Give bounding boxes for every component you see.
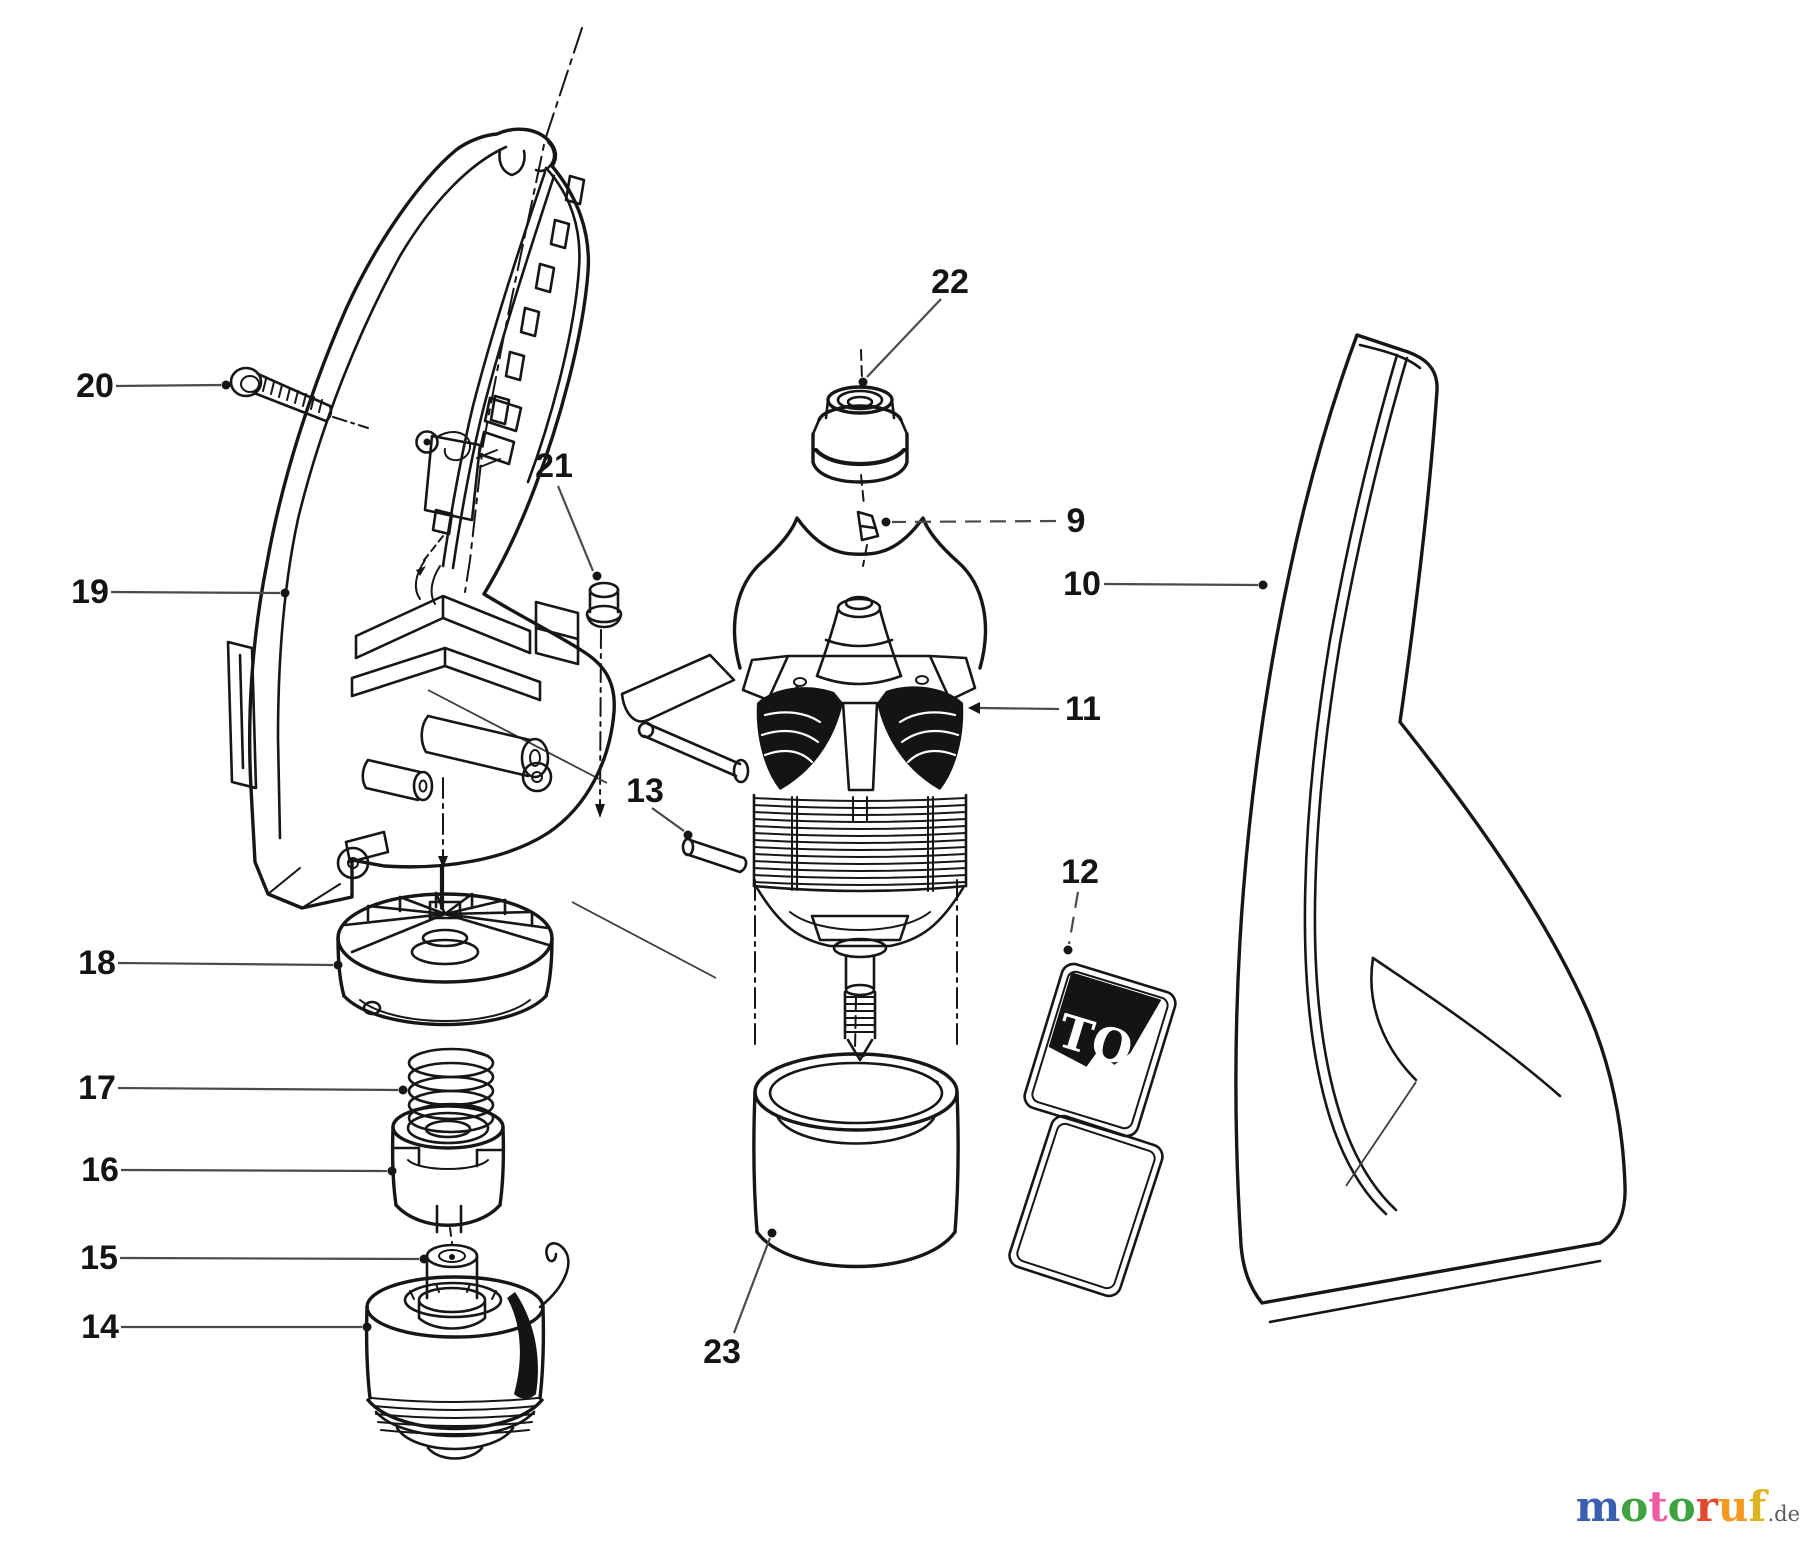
leader-dot-19 [280, 588, 290, 598]
leader-line-21 [556, 485, 595, 572]
leader-line-10 [1103, 582, 1259, 587]
part-number-16: 16 [81, 1151, 119, 1189]
leader-line-15 [119, 1256, 420, 1261]
part-ref-14: 14 [81, 1308, 372, 1346]
leader-dot-21 [592, 571, 602, 581]
toro-decal-part-12: TO [1008, 962, 1177, 1298]
part-ref-19: 19 [71, 573, 290, 611]
part-number-15: 15 [80, 1239, 118, 1277]
pin-part-9 [856, 510, 880, 542]
logo-letter: o [1667, 1482, 1696, 1531]
leader-dot-9 [881, 517, 891, 527]
part-number-17: 17 [78, 1069, 116, 1107]
part-ref-9: 9 [881, 502, 1086, 540]
leader-dot-16 [387, 1166, 397, 1176]
leader-dot-12 [1063, 945, 1073, 955]
left-housing-half [226, 127, 616, 910]
leader-line-19 [110, 590, 281, 595]
motor-lamination-stack [752, 793, 968, 893]
housing-vent-louvers [477, 174, 586, 466]
part-number-13: 13 [626, 772, 664, 810]
part-number-19: 19 [71, 573, 109, 611]
part-ref-10: 10 [1063, 565, 1268, 603]
leader-dot-20 [221, 380, 231, 390]
leader-dot-18 [333, 960, 343, 970]
logo-letter: r [1695, 1482, 1718, 1531]
leader-line-13 [651, 807, 685, 832]
part-number-11: 11 [1065, 690, 1101, 728]
leader-line-11 [979, 706, 1060, 711]
part-number-9: 9 [1067, 502, 1086, 540]
part-number-20: 20 [76, 367, 114, 405]
part-ref-13: 13 [626, 772, 693, 840]
part-ref-15: 15 [80, 1239, 429, 1277]
part-number-10: 10 [1063, 565, 1101, 603]
hub-part-16 [390, 1104, 506, 1234]
leader-dot-10 [1258, 580, 1268, 590]
logo-letter: m [1575, 1482, 1621, 1531]
leader-line-16 [120, 1168, 388, 1173]
logo-letter: f [1748, 1482, 1767, 1531]
leader-dot-23 [767, 1228, 777, 1238]
part-number-21: 21 [535, 447, 573, 485]
leader-arrow-11 [968, 702, 981, 714]
part-ref-11: 11 [968, 690, 1101, 728]
leader-dot-17 [398, 1085, 408, 1095]
right-housing-half [1234, 333, 1627, 1324]
part-number-18: 18 [78, 944, 116, 982]
leader-line-18 [117, 961, 334, 967]
part-ref-18: 18 [78, 944, 343, 982]
part-ref-20: 20 [76, 367, 231, 405]
motor-assembly-part-11 [620, 516, 988, 1062]
logo-letter: u [1717, 1482, 1749, 1531]
pin-part-13 [681, 837, 748, 874]
bushing-part-21 [585, 581, 623, 629]
grommet-part-22 [811, 385, 909, 484]
cup-part-23 [752, 1052, 960, 1269]
part-ref-23: 23 [703, 1228, 777, 1371]
leader-line-20 [115, 383, 222, 388]
leader-dot-14 [362, 1322, 372, 1332]
housing-interior-detail [226, 430, 580, 909]
leader-line-22 [866, 298, 942, 378]
leader-dot-13 [683, 830, 693, 840]
part-ref-17: 17 [78, 1069, 408, 1107]
part-ref-16: 16 [81, 1151, 397, 1189]
centerlines [332, 27, 958, 1244]
logo-letter: o [1620, 1482, 1649, 1531]
part-labels-layer: 9 10 11 12 13 14 15 16 17 18 19 20 21 22 23 [71, 263, 1268, 1371]
part-number-22: 22 [931, 263, 969, 301]
part-ref-12: 12 [1061, 853, 1099, 955]
leader-line-23 [732, 1237, 772, 1334]
spool-part-14 [364, 1242, 570, 1460]
leader-line-12 [1067, 891, 1080, 945]
logo-suffix: .de [1767, 1502, 1800, 1526]
leader-dot-15 [419, 1254, 429, 1264]
leader-line-9 [891, 519, 1057, 524]
part-ref-21: 21 [535, 447, 602, 581]
part-number-23: 23 [703, 1333, 741, 1371]
part-ref-22: 22 [858, 263, 969, 387]
leader-dot-22 [858, 377, 868, 387]
part-number-14: 14 [81, 1308, 119, 1346]
part-number-12: 12 [1061, 853, 1099, 891]
fan-part-18 [336, 863, 554, 1027]
leader-line-17 [117, 1086, 399, 1092]
screw-part-20 [229, 366, 333, 423]
fan-blades [343, 891, 554, 954]
logo-letter: t [1648, 1482, 1668, 1531]
